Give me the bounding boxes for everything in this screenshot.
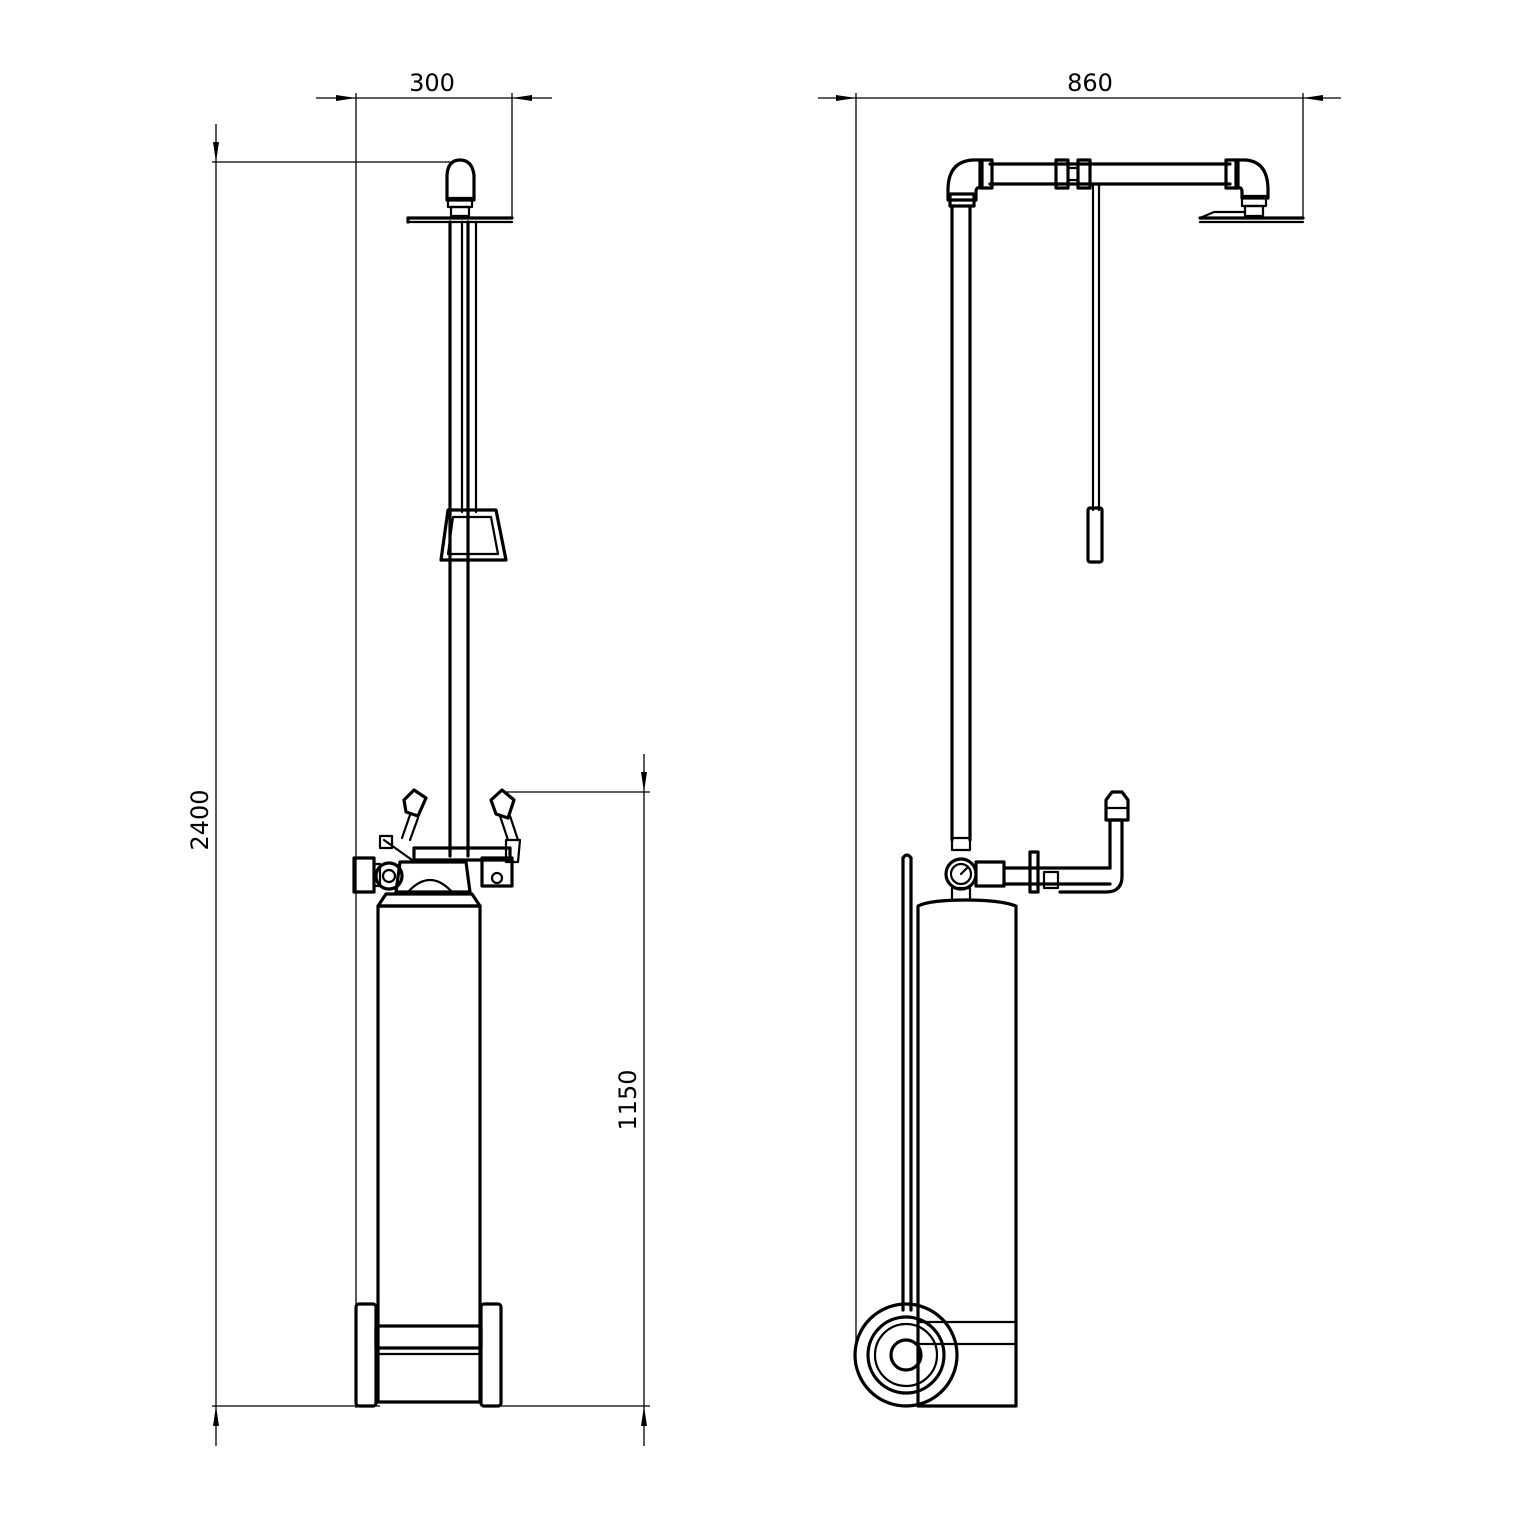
side-shower-head	[406, 158, 514, 224]
dim-label-total-height: 2400	[186, 789, 214, 850]
side-eyewash-assembly	[352, 788, 522, 908]
dimension-total-height: 2400	[186, 124, 452, 1446]
dimension-side-width: 300	[316, 69, 552, 1408]
front-frame-bar	[901, 853, 913, 1312]
dim-label-front-width: 860	[1067, 69, 1113, 97]
front-left-elbow	[946, 158, 984, 208]
side-pull-handle	[439, 508, 508, 562]
front-wheel	[853, 1302, 959, 1408]
dimension-front-width: 860	[818, 69, 1341, 1352]
front-pull-rod	[1086, 182, 1104, 564]
dim-label-side-width: 300	[409, 69, 455, 97]
dimension-eyewash-height: 1150	[495, 754, 650, 1446]
side-view	[352, 158, 522, 1408]
dim-label-eyewash-height: 1150	[614, 1069, 642, 1130]
front-eyewash-assembly	[944, 790, 1130, 902]
front-vertical-pipe	[950, 204, 972, 852]
side-tank	[376, 904, 482, 1404]
front-right-elbow	[1198, 158, 1305, 224]
side-vertical-pipe	[448, 220, 478, 858]
side-wheels	[354, 1302, 503, 1408]
front-top-pipe	[978, 158, 1240, 190]
front-view	[853, 158, 1305, 1408]
